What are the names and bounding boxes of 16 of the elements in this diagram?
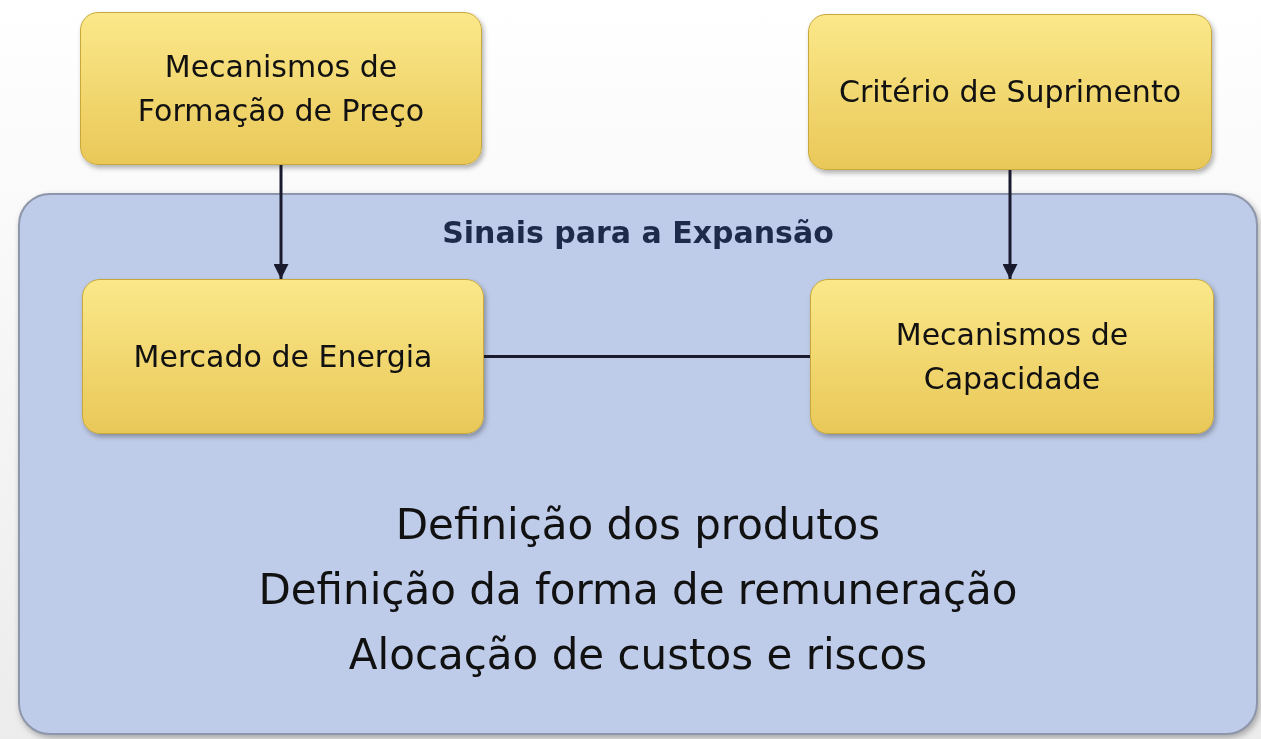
arrow xyxy=(273,165,289,279)
box-label: Mercado de Energia xyxy=(133,337,433,376)
process-box xyxy=(808,14,1212,170)
panel-text: Alocação de custos e riscos xyxy=(347,630,929,679)
panel-text: Definição dos produtos xyxy=(394,500,882,549)
process-box xyxy=(82,279,484,434)
arrow xyxy=(1002,170,1018,279)
box-label: Mecanismos de Capacidade xyxy=(894,316,1130,398)
box-label: Mecanismos de Formação de Preço xyxy=(136,48,426,130)
group-panel xyxy=(18,193,1258,735)
process-box xyxy=(810,279,1214,434)
box-label: Critério de Suprimento xyxy=(839,73,1181,112)
panel-heading: Sinais para a Expansão xyxy=(441,215,835,250)
panel-text: Definição da forma de remuneração xyxy=(257,565,1019,614)
connector-line xyxy=(484,355,810,358)
process-box xyxy=(80,12,482,165)
